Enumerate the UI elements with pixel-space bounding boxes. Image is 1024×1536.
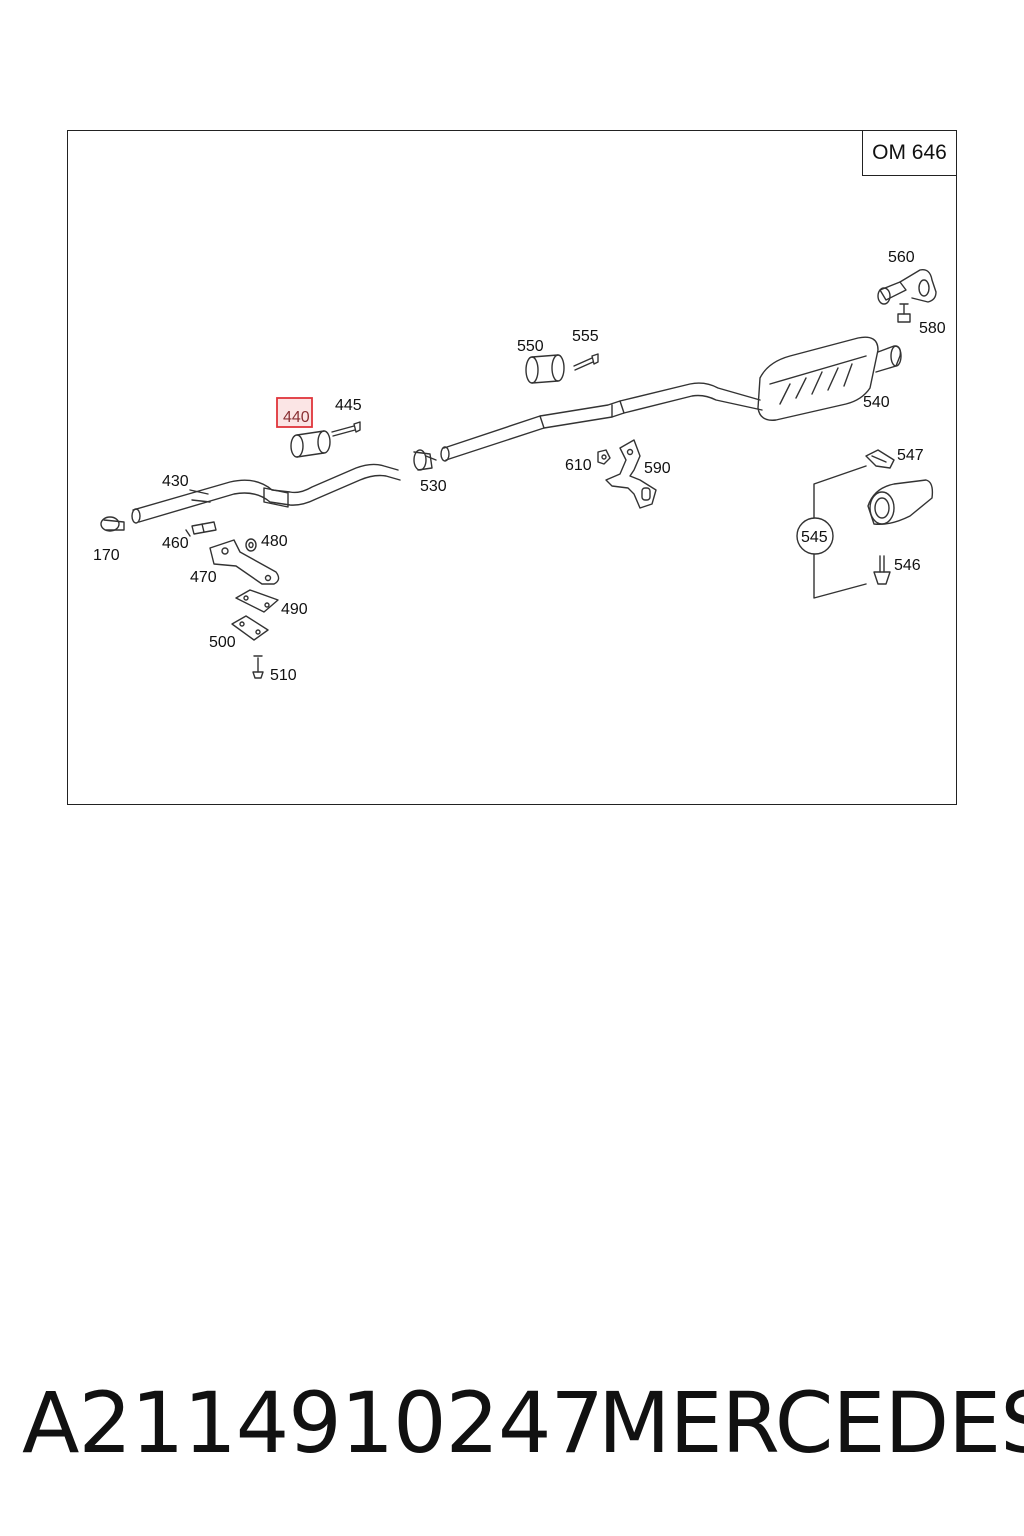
bolt-580[interactable] bbox=[897, 303, 911, 323]
plate-500[interactable] bbox=[231, 615, 269, 641]
bracket-470[interactable] bbox=[209, 539, 280, 585]
rear-muffler-540[interactable] bbox=[757, 336, 902, 421]
label-580[interactable]: 580 bbox=[919, 320, 946, 337]
label-546[interactable]: 546 bbox=[894, 557, 921, 574]
clamp-170[interactable] bbox=[100, 516, 125, 532]
bolt-445[interactable] bbox=[331, 421, 361, 437]
footer: A2114910247 MERCEDES bbox=[0, 1368, 1024, 1478]
label-470[interactable]: 470 bbox=[190, 569, 217, 586]
label-545[interactable]: 545 bbox=[801, 529, 828, 546]
nut-610[interactable] bbox=[597, 449, 611, 465]
highlight-box-440 bbox=[276, 397, 313, 428]
screw-546[interactable] bbox=[873, 555, 891, 585]
label-430[interactable]: 430 bbox=[162, 473, 189, 490]
hanger-590[interactable] bbox=[605, 439, 657, 509]
label-170[interactable]: 170 bbox=[93, 547, 120, 564]
label-510[interactable]: 510 bbox=[270, 667, 297, 684]
label-540[interactable]: 540 bbox=[863, 394, 890, 411]
label-560[interactable]: 560 bbox=[888, 249, 915, 266]
label-490[interactable]: 490 bbox=[281, 601, 308, 618]
front-pipe-430[interactable] bbox=[131, 463, 401, 524]
label-500[interactable]: 500 bbox=[209, 634, 236, 651]
clip-547[interactable] bbox=[865, 449, 895, 469]
label-530[interactable]: 530 bbox=[420, 478, 447, 495]
label-547[interactable]: 547 bbox=[897, 447, 924, 464]
plate-490[interactable] bbox=[235, 589, 279, 613]
part-number: A2114910247 bbox=[22, 1374, 604, 1472]
bracket-460[interactable] bbox=[185, 521, 217, 537]
rubber-mount-550[interactable] bbox=[525, 354, 565, 384]
clamp-530[interactable] bbox=[413, 449, 437, 471]
diagram-frame: OM 646 bbox=[67, 130, 957, 805]
engine-code-label: OM 646 bbox=[862, 130, 957, 176]
hanger-560[interactable] bbox=[877, 269, 937, 305]
tailpipe-trim-545[interactable] bbox=[867, 479, 934, 526]
label-590[interactable]: 590 bbox=[644, 460, 671, 477]
label-480[interactable]: 480 bbox=[261, 533, 288, 550]
intermediate-pipe[interactable] bbox=[440, 382, 763, 462]
brand-name: MERCEDES bbox=[598, 1374, 1024, 1472]
label-550[interactable]: 550 bbox=[517, 338, 544, 355]
label-460[interactable]: 460 bbox=[162, 535, 189, 552]
label-555[interactable]: 555 bbox=[572, 328, 599, 345]
bolt-555[interactable] bbox=[573, 353, 599, 371]
callout-circle-545 bbox=[796, 517, 834, 555]
rubber-mount-440[interactable] bbox=[290, 430, 331, 458]
label-445[interactable]: 445 bbox=[335, 397, 362, 414]
nut-480[interactable] bbox=[245, 538, 257, 552]
label-610[interactable]: 610 bbox=[565, 457, 592, 474]
bolt-510[interactable] bbox=[252, 655, 264, 679]
label-440[interactable]: 440 bbox=[283, 409, 310, 426]
